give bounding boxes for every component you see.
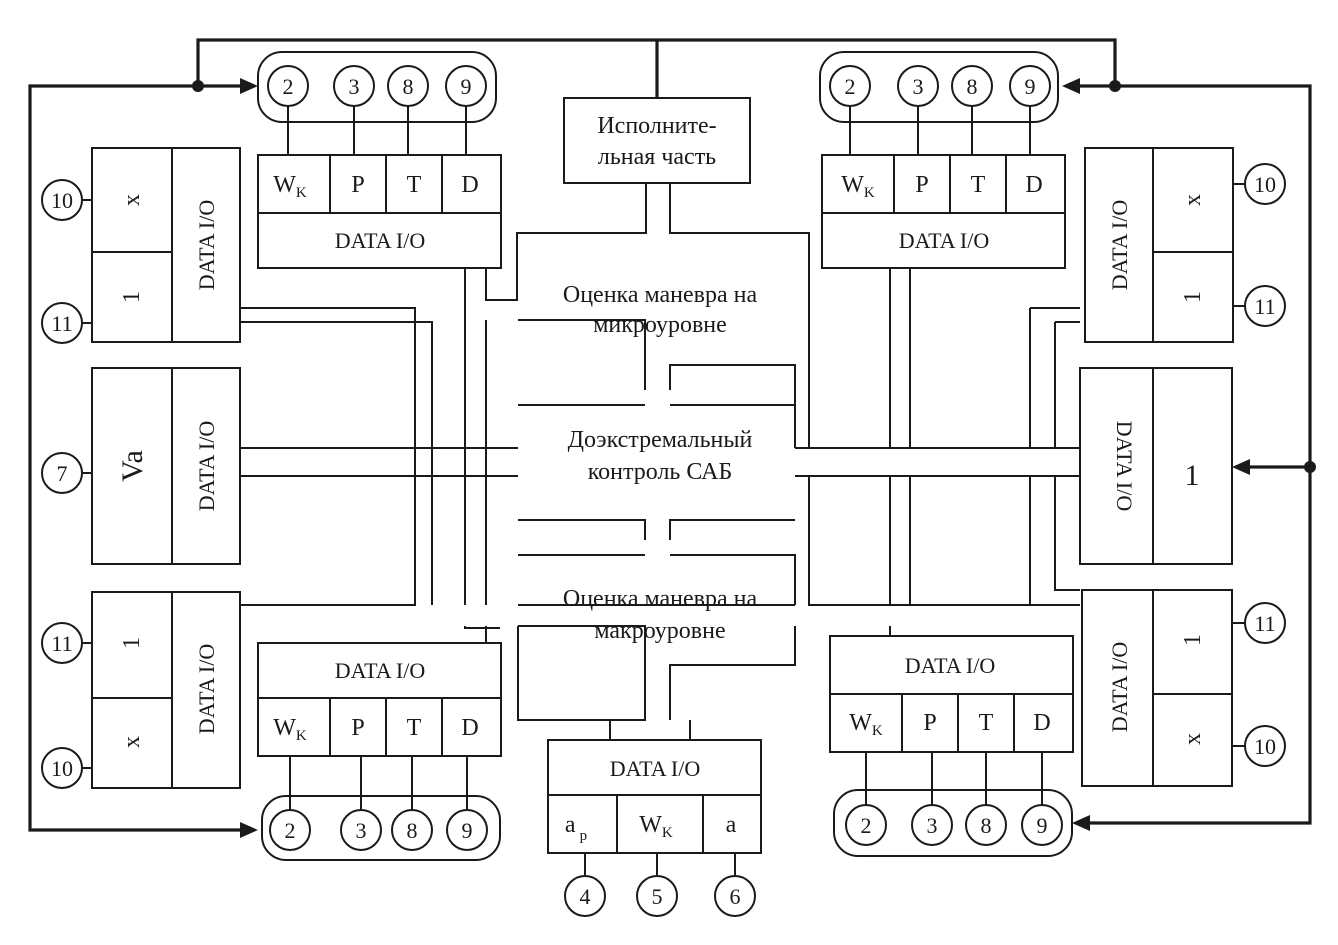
svg-text:WK: WK bbox=[849, 710, 883, 739]
svg-text:11: 11 bbox=[51, 311, 72, 336]
svg-text:8: 8 bbox=[403, 74, 414, 99]
pre-extreme-control-label: Доэкстремальный контроль САБ bbox=[568, 427, 753, 485]
svg-text:WK: WK bbox=[639, 812, 673, 841]
svg-text:11: 11 bbox=[1254, 611, 1275, 636]
svg-text:WK: WK bbox=[273, 715, 307, 744]
svg-text:D: D bbox=[1025, 172, 1042, 198]
svg-text:P: P bbox=[923, 710, 936, 736]
wptd-module-bottom-left: DATA I/O WK P T D 2 3 8 9 bbox=[257, 642, 502, 861]
svg-text:Исполните-: Исполните- bbox=[597, 113, 716, 139]
svg-text:Доэкстремальный: Доэкстремальный bbox=[568, 427, 753, 453]
svg-text:макроуровне: макроуровне bbox=[594, 618, 725, 644]
x1-module-top-right: DATA I/O x 1 10 11 bbox=[1084, 147, 1286, 343]
svg-text:5: 5 bbox=[652, 884, 663, 909]
svg-text:D: D bbox=[461, 715, 478, 741]
svg-text:DATA I/O: DATA I/O bbox=[1107, 642, 1132, 733]
svg-text:DATA I/O: DATA I/O bbox=[194, 421, 219, 512]
arrowheads bbox=[192, 78, 1316, 838]
svg-text:2: 2 bbox=[285, 818, 296, 843]
svg-text:1: 1 bbox=[119, 291, 145, 303]
svg-text:2: 2 bbox=[283, 74, 294, 99]
svg-text:3: 3 bbox=[349, 74, 360, 99]
svg-text:контроль САБ: контроль САБ bbox=[588, 459, 733, 485]
svg-text:9: 9 bbox=[1037, 813, 1048, 838]
svg-text:x: x bbox=[119, 736, 145, 748]
svg-text:DATA I/O: DATA I/O bbox=[899, 228, 990, 253]
x1-module-bottom-right: DATA I/O 1 x 11 10 bbox=[1081, 589, 1286, 787]
wptd-module-top-right: 2 3 8 9 WK P T D DATA I/O bbox=[819, 51, 1066, 269]
svg-text:10: 10 bbox=[1254, 172, 1276, 197]
macro-evaluation-label: Оценка маневра на макроуровне bbox=[563, 586, 758, 644]
svg-text:T: T bbox=[971, 172, 986, 198]
svg-text:WK: WK bbox=[273, 172, 307, 201]
micro-evaluation-label: Оценка маневра на микроуровне bbox=[563, 282, 758, 338]
va-module-left: Va DATA I/O 7 bbox=[41, 367, 241, 565]
svg-text:11: 11 bbox=[51, 631, 72, 656]
svg-text:Оценка маневра на: Оценка маневра на bbox=[563, 282, 758, 308]
svg-text:микроуровне: микроуровне bbox=[593, 312, 727, 338]
svg-text:ap: ap bbox=[565, 812, 587, 844]
svg-text:1: 1 bbox=[119, 637, 145, 649]
svg-text:10: 10 bbox=[51, 188, 73, 213]
svg-text:Va: Va bbox=[116, 450, 149, 482]
svg-text:9: 9 bbox=[1025, 74, 1036, 99]
svg-text:DATA I/O: DATA I/O bbox=[905, 653, 996, 678]
svg-text:1: 1 bbox=[1180, 634, 1206, 646]
svg-text:1: 1 bbox=[1185, 459, 1200, 492]
svg-text:4: 4 bbox=[580, 884, 591, 909]
svg-text:x: x bbox=[119, 194, 145, 206]
svg-text:DATA I/O: DATA I/O bbox=[194, 200, 219, 291]
svg-text:T: T bbox=[979, 710, 994, 736]
svg-text:DATA I/O: DATA I/O bbox=[194, 644, 219, 735]
svg-text:8: 8 bbox=[967, 74, 978, 99]
svg-text:2: 2 bbox=[845, 74, 856, 99]
one-module-right: DATA I/O 1 bbox=[1079, 367, 1233, 565]
svg-text:T: T bbox=[407, 172, 422, 198]
svg-text:DATA I/O: DATA I/O bbox=[1112, 421, 1137, 512]
svg-text:P: P bbox=[351, 172, 364, 198]
executive-part-box: Исполните- льная часть bbox=[563, 97, 751, 184]
svg-text:3: 3 bbox=[927, 813, 938, 838]
svg-text:T: T bbox=[407, 715, 422, 741]
svg-text:3: 3 bbox=[356, 818, 367, 843]
svg-text:1: 1 bbox=[1180, 291, 1206, 303]
svg-text:P: P bbox=[351, 715, 364, 741]
wptd-module-top-left: 2 3 8 9 WK P T D DATA I/O bbox=[257, 51, 502, 269]
svg-text:10: 10 bbox=[1254, 734, 1276, 759]
wptd-module-bottom-right: DATA I/O WK P T D 2 3 8 9 bbox=[829, 635, 1074, 857]
svg-text:D: D bbox=[461, 172, 478, 198]
x1-module-top-left: x 1 DATA I/O 10 11 bbox=[41, 147, 241, 344]
svg-text:DATA I/O: DATA I/O bbox=[610, 756, 701, 781]
svg-text:льная часть: льная часть bbox=[598, 144, 716, 170]
svg-text:9: 9 bbox=[462, 818, 473, 843]
svg-text:D: D bbox=[1033, 710, 1050, 736]
svg-text:9: 9 bbox=[461, 74, 472, 99]
bus-lines bbox=[28, 38, 1312, 832]
svg-text:6: 6 bbox=[730, 884, 741, 909]
svg-text:DATA I/O: DATA I/O bbox=[1107, 200, 1132, 291]
svg-text:11: 11 bbox=[1254, 294, 1275, 319]
svg-text:8: 8 bbox=[981, 813, 992, 838]
svg-text:x: x bbox=[1180, 733, 1206, 745]
svg-text:WK: WK bbox=[841, 172, 875, 201]
svg-text:Оценка маневра на: Оценка маневра на bbox=[563, 586, 758, 612]
x1-module-bottom-left: 1 x DATA I/O 11 10 bbox=[41, 591, 241, 789]
svg-text:7: 7 bbox=[57, 461, 68, 486]
svg-text:10: 10 bbox=[51, 756, 73, 781]
svg-text:P: P bbox=[915, 172, 928, 198]
svg-text:2: 2 bbox=[861, 813, 872, 838]
svg-text:8: 8 bbox=[407, 818, 418, 843]
svg-text:x: x bbox=[1180, 194, 1206, 206]
svg-text:DATA I/O: DATA I/O bbox=[335, 658, 426, 683]
svg-text:3: 3 bbox=[913, 74, 924, 99]
svg-text:DATA I/O: DATA I/O bbox=[335, 228, 426, 253]
svg-text:a: a bbox=[726, 812, 737, 838]
